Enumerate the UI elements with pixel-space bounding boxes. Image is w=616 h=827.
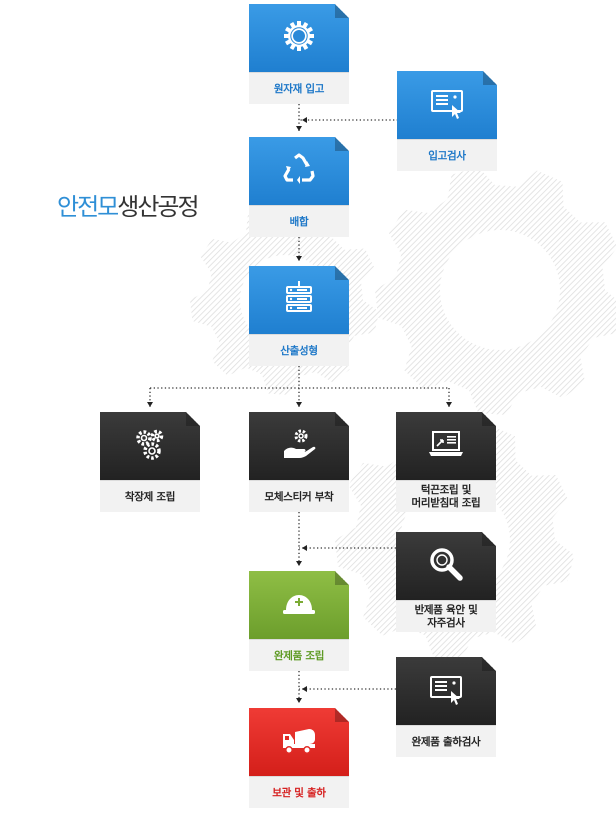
arrow-head [147,402,153,407]
step-shell-sticker: 모체스티커 부착 [249,412,349,512]
helmet-icon [279,583,319,627]
arrow-head [296,256,302,261]
bg-gear-lower [335,421,575,660]
step-label: 배합 [289,215,309,228]
arrow-head [446,402,452,407]
step-label: 모체스티커 부착 [264,490,334,503]
step-chinstrap-headrest-assembly: 턱끈조립 및 머리받침대 조립 [396,412,496,512]
step-label: 반제품 육안 및 자주검사 [414,604,478,629]
step-label: 착장제 조립 [124,490,176,503]
title-part2: 생산공정 [117,193,199,221]
step-chinstrap-assembly: 착장제 조립 [100,412,200,512]
step-raw-material: 원자재 입고 [249,4,349,104]
laptop-icon [426,424,466,468]
title-part1: 안전모 [57,193,119,221]
step-label: 완제품 조립 [273,649,325,662]
truck-icon [279,720,319,764]
arrow-head [296,126,302,131]
step-label: 보관 및 출하 [272,786,326,799]
arrow-head [302,545,307,551]
bg-gear-large [375,166,616,415]
step-label: 턱끈조립 및 머리받침대 조립 [411,484,481,509]
magnifier-icon [426,544,466,588]
monitor-click-icon [426,669,466,713]
step-extrusion-molding: 산출성형 [249,266,349,366]
step-label: 산출성형 [280,344,318,357]
step-label: 완제품 출하검사 [411,735,481,748]
step-label: 원자재 입고 [273,82,325,95]
step-shipping-inspection: 완제품 출하검사 [396,657,496,757]
arrow-head [296,698,302,703]
step-label: 입고검사 [428,149,466,162]
server-icon [279,278,319,322]
step-incoming-inspection: 입고검사 [397,71,497,171]
hand-gear-icon [279,424,319,468]
arrow-head [296,561,302,566]
step-semi-product-inspection: 반제품 육안 및 자주검사 [396,532,496,632]
recycle-icon [279,149,319,193]
step-final-assembly: 완제품 조립 [249,571,349,671]
diagram-title: 안전모생산공정 [57,190,200,224]
gears-icon [130,424,170,468]
step-storage-shipping: 보관 및 출하 [249,708,349,808]
monitor-click-icon [427,83,467,127]
gear-icon [279,16,319,60]
arrow-head [302,117,307,123]
step-mixing: 배합 [249,137,349,237]
arrow-head [296,402,302,407]
arrow-head [302,686,307,692]
